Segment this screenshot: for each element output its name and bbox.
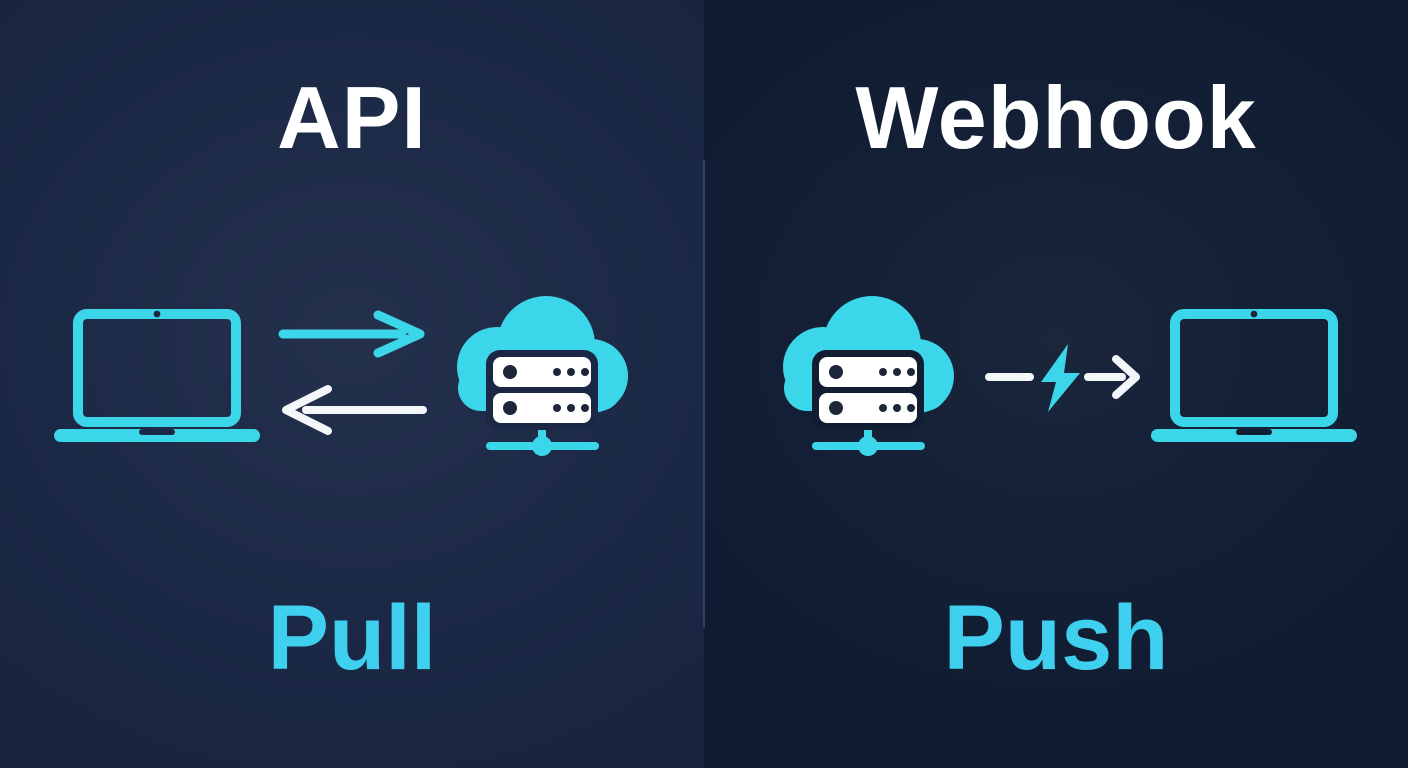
webhook-panel: Webhook <box>704 0 1408 768</box>
cloud-server-icon <box>457 296 628 456</box>
laptop-base-notch <box>139 429 175 435</box>
webhook-mode-label: Push <box>943 587 1169 689</box>
laptop-icon <box>54 309 260 442</box>
webcam-dot-icon <box>1250 310 1258 318</box>
laptop-screen <box>73 309 241 427</box>
lightning-bolt-icon <box>1041 344 1080 412</box>
laptop-base-notch <box>1236 429 1272 435</box>
api-mode-label: Pull <box>267 587 437 689</box>
webcam-dot-icon <box>153 310 161 318</box>
laptop-base <box>54 429 260 442</box>
push-arrow-icon <box>1112 355 1140 399</box>
api-title: API <box>277 68 427 167</box>
laptop-base <box>1151 429 1357 442</box>
cloud-server-icon <box>783 296 954 456</box>
server-rack <box>493 357 591 423</box>
laptop-screen <box>1170 309 1338 427</box>
server-rack <box>819 357 917 423</box>
push-event-flow <box>985 344 1140 412</box>
webhook-title: Webhook <box>855 68 1257 167</box>
panel-divider <box>703 160 705 628</box>
response-arrow-icon <box>282 385 427 435</box>
api-panel: API <box>0 0 704 768</box>
network-node <box>858 436 878 456</box>
network-node <box>532 436 552 456</box>
laptop-icon <box>1151 309 1357 442</box>
request-arrow-icon <box>278 310 425 358</box>
